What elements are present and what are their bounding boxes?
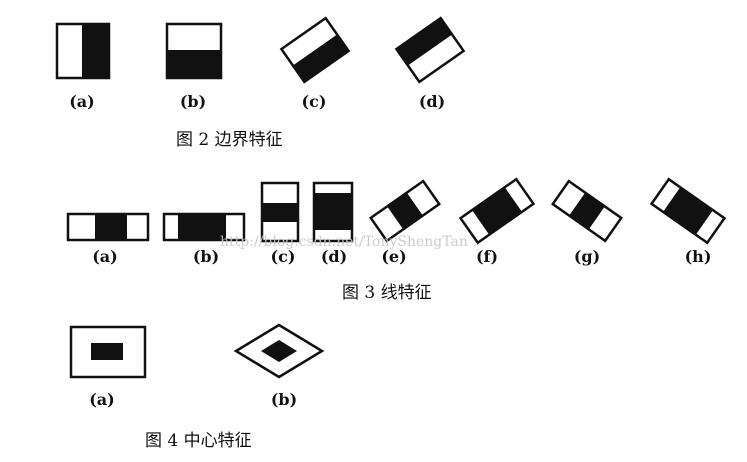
line-feature-b (162, 212, 246, 242)
center-label-a: (a) (89, 390, 115, 409)
edge-feature-a (55, 22, 111, 80)
line-feature-a (66, 212, 150, 242)
line-feature-e (369, 179, 441, 243)
line-label-g: (g) (574, 247, 600, 266)
edge-feature-b (165, 22, 223, 80)
line-label-a: (a) (92, 247, 118, 266)
edge-features-group: (a) (b) (c) (d) 图 2 边界特征 (55, 16, 466, 150)
line-label-b: (b) (193, 247, 219, 266)
line-label-e: (e) (381, 247, 406, 266)
center-label-b: (b) (271, 390, 297, 409)
line-feature-f (458, 177, 536, 245)
center-features-group: (a) (b) 图 4 中心特征 (69, 323, 325, 451)
line-label-h: (h) (685, 247, 712, 266)
line-feature-h (649, 177, 727, 245)
center-feature-b (233, 323, 325, 379)
line-features-group: (a) (b) (c) (d) (e) (f) (g) (h) 图 3 线特征 (66, 177, 727, 303)
line-features-caption: 图 3 线特征 (342, 283, 432, 303)
center-feature-a (69, 325, 147, 379)
edge-features-caption: 图 2 边界特征 (176, 130, 283, 150)
center-features-caption: 图 4 中心特征 (145, 431, 252, 451)
line-feature-g (551, 179, 623, 243)
edge-label-b: (b) (180, 92, 206, 111)
line-feature-c (260, 181, 300, 243)
line-label-c: (c) (271, 247, 296, 266)
line-label-d: (d) (321, 247, 347, 266)
edge-label-c: (c) (302, 92, 327, 111)
line-feature-d (312, 181, 354, 243)
watermark-url: http://blog.csdn.net/TonyShengTan (220, 234, 468, 250)
edge-feature-c (279, 16, 351, 84)
edge-label-d: (d) (419, 92, 445, 111)
edge-label-a: (a) (69, 92, 95, 111)
line-label-f: (f) (476, 247, 498, 266)
edge-feature-d (394, 16, 466, 84)
